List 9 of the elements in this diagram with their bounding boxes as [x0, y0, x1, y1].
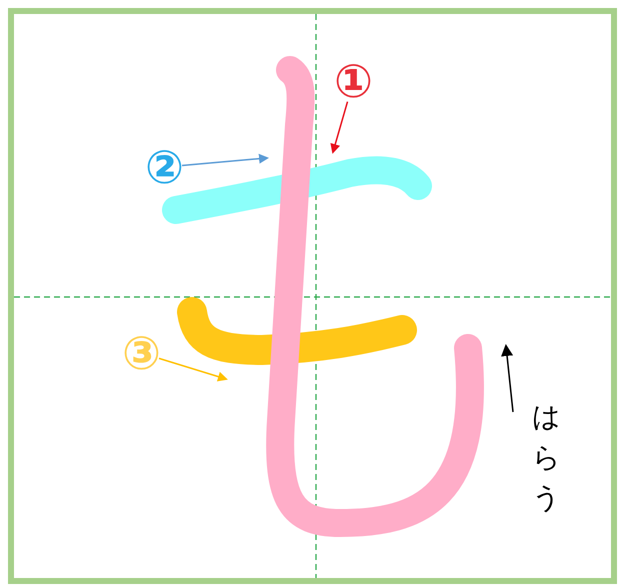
brush-stroke [177, 297, 417, 365]
stroke-note: はらう [532, 399, 562, 516]
stroke-number: ② [145, 144, 184, 190]
arrow [158, 358, 228, 382]
brush-stroke [266, 56, 484, 537]
stroke-number: ③ [122, 330, 161, 376]
stroke-number: ① [334, 58, 373, 104]
arrow [182, 154, 269, 166]
arrow [330, 102, 348, 154]
